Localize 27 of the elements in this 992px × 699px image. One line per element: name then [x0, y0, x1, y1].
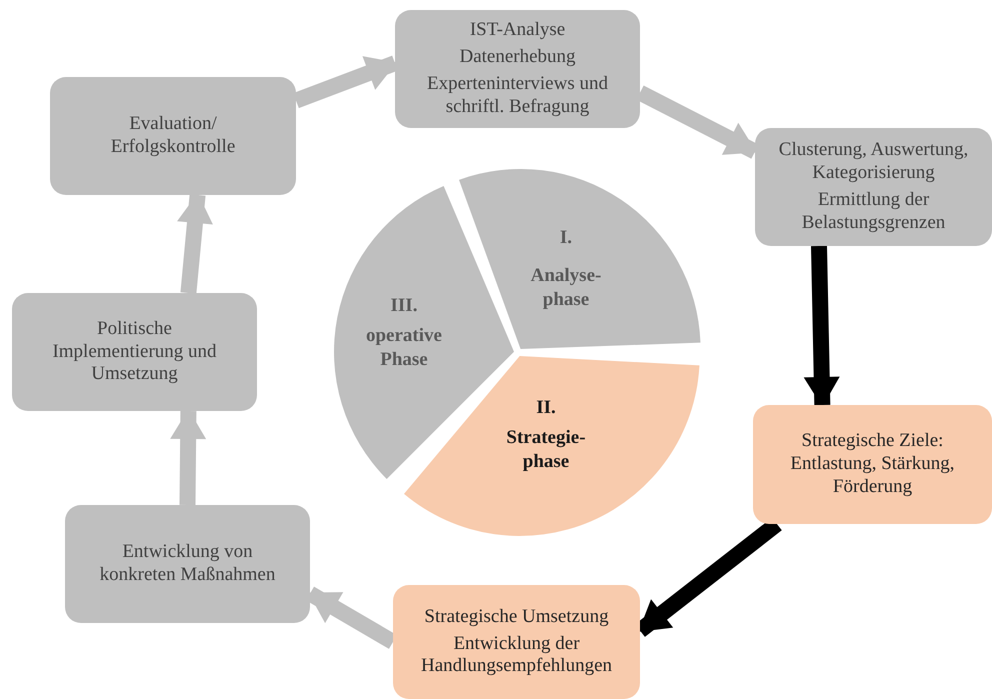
- box-text: Clusterung, Auswertung, Kategorisierung: [778, 139, 970, 185]
- box-text: Entwicklung von konkreten Maßnahmen: [98, 541, 276, 587]
- box-text: Evaluation/ Erfolgskontrolle: [110, 113, 236, 159]
- process-box: [393, 585, 640, 699]
- box-text: IST-Analyse: [470, 19, 566, 42]
- slice-label: operative Phase: [364, 324, 443, 372]
- slice-label: I.: [558, 226, 574, 250]
- box-text: Datenerhebung: [459, 46, 576, 69]
- process-box: [12, 293, 257, 411]
- block-arrow: [170, 409, 206, 506]
- slice-label: III.: [390, 294, 418, 318]
- block-arrow: [804, 246, 840, 407]
- process-box: [395, 10, 640, 128]
- slice-label: Strategie- phase: [505, 426, 587, 474]
- slice-label: Analyse- phase: [530, 264, 602, 312]
- box-text: Strategische Umsetzung: [424, 606, 609, 629]
- process-box: [753, 405, 992, 524]
- block-arrow: [177, 193, 213, 294]
- slice-label: II.: [535, 396, 557, 420]
- box-text: Strategische Ziele: Entlastung, Stärkung, Förderung: [789, 430, 956, 499]
- box-text: Experteninterviews und schriftl. Befragung: [426, 73, 609, 119]
- box-text: Ermittlung der Belastungsgrenzen: [800, 189, 946, 235]
- box-text: Entwicklung der Handlungsempfehlungen: [420, 632, 613, 678]
- process-box: [50, 77, 296, 195]
- process-box: [755, 128, 992, 246]
- process-box: [65, 505, 310, 623]
- box-text: Politische Implementierung und Umsetzung: [51, 318, 218, 386]
